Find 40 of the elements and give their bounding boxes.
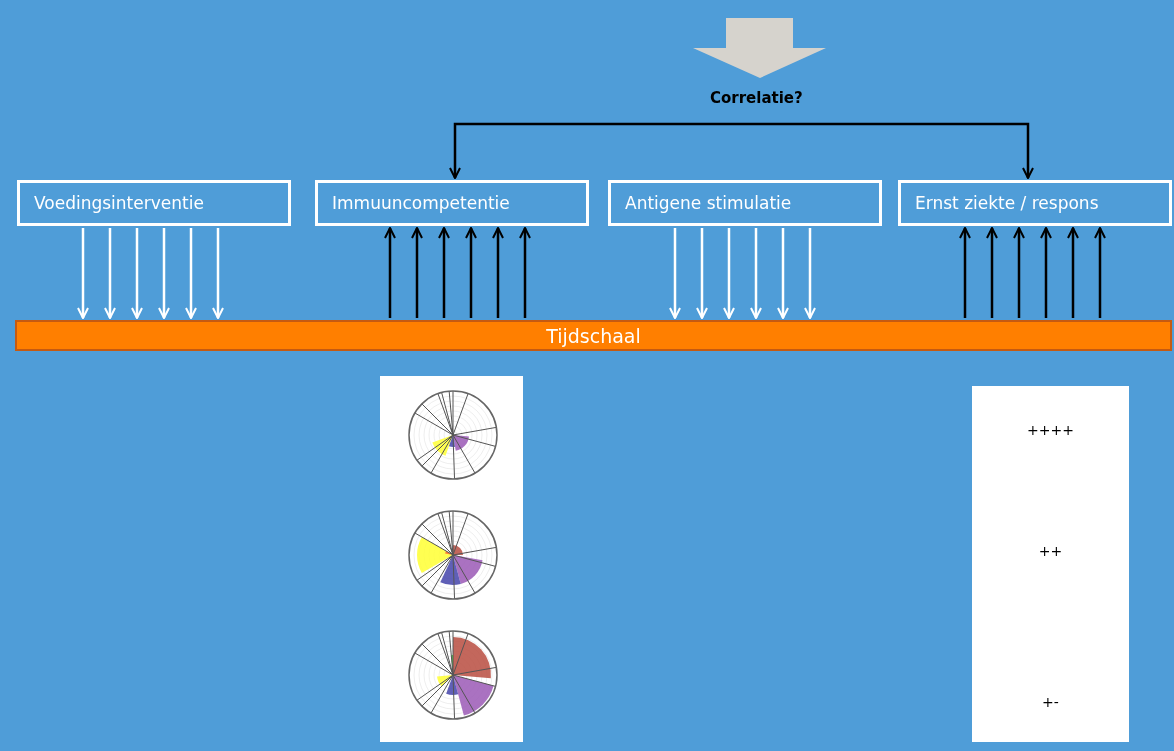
- arrow: [158, 228, 170, 319]
- timescale-bar: [15, 320, 1172, 351]
- arrow: [1094, 227, 1106, 318]
- arrow: [750, 228, 762, 319]
- heading-box: [898, 180, 1172, 226]
- score-panel: [972, 386, 1129, 742]
- score-text: +-: [1041, 694, 1060, 710]
- arrow: [438, 227, 450, 318]
- heading-box: [315, 180, 589, 226]
- arrow: [411, 227, 423, 318]
- timescale-label: Tijdschaal: [546, 324, 641, 347]
- heading-box: [17, 180, 291, 226]
- arrow: [131, 228, 143, 319]
- arrow: [669, 228, 681, 319]
- arrow: [1040, 227, 1052, 318]
- arrow: [465, 227, 477, 318]
- bracket-arrow: [449, 122, 1034, 179]
- arrow: [777, 228, 789, 319]
- arrow: [723, 228, 735, 319]
- arrow: [804, 228, 816, 319]
- arrow: [77, 228, 89, 319]
- score-text: ++++: [1026, 422, 1075, 438]
- arrow: [519, 227, 531, 318]
- heading-box: [608, 180, 882, 226]
- arrow: [492, 227, 504, 318]
- arrow: [104, 228, 116, 319]
- heading-text: Voedingsinterventie: [34, 193, 204, 213]
- edge-label: Correlatie?: [710, 89, 803, 107]
- arrow: [384, 227, 396, 318]
- arrow: [696, 228, 708, 319]
- arrow: [185, 228, 197, 319]
- heading-text: Antigene stimulatie: [625, 193, 792, 213]
- heading-text: Ernst ziekte / respons: [915, 193, 1099, 213]
- arrow: [1067, 227, 1079, 318]
- arrow: [1013, 227, 1025, 318]
- arrow: [212, 228, 224, 319]
- heading-text: Immuuncompetentie: [332, 193, 510, 213]
- arrow: [959, 227, 971, 318]
- score-text: ++: [1037, 543, 1064, 559]
- arrow: [986, 227, 998, 318]
